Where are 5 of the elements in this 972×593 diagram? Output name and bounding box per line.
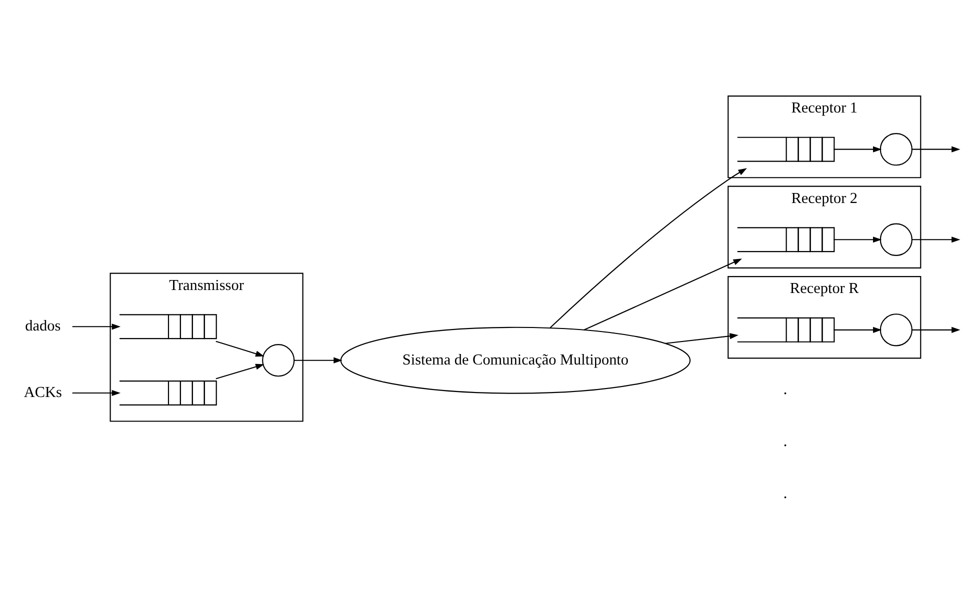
node-text: ACKs [23, 384, 62, 401]
label: . [782, 380, 787, 398]
label: . [782, 484, 787, 502]
node-text: dados [24, 317, 60, 334]
label: . [782, 432, 787, 450]
